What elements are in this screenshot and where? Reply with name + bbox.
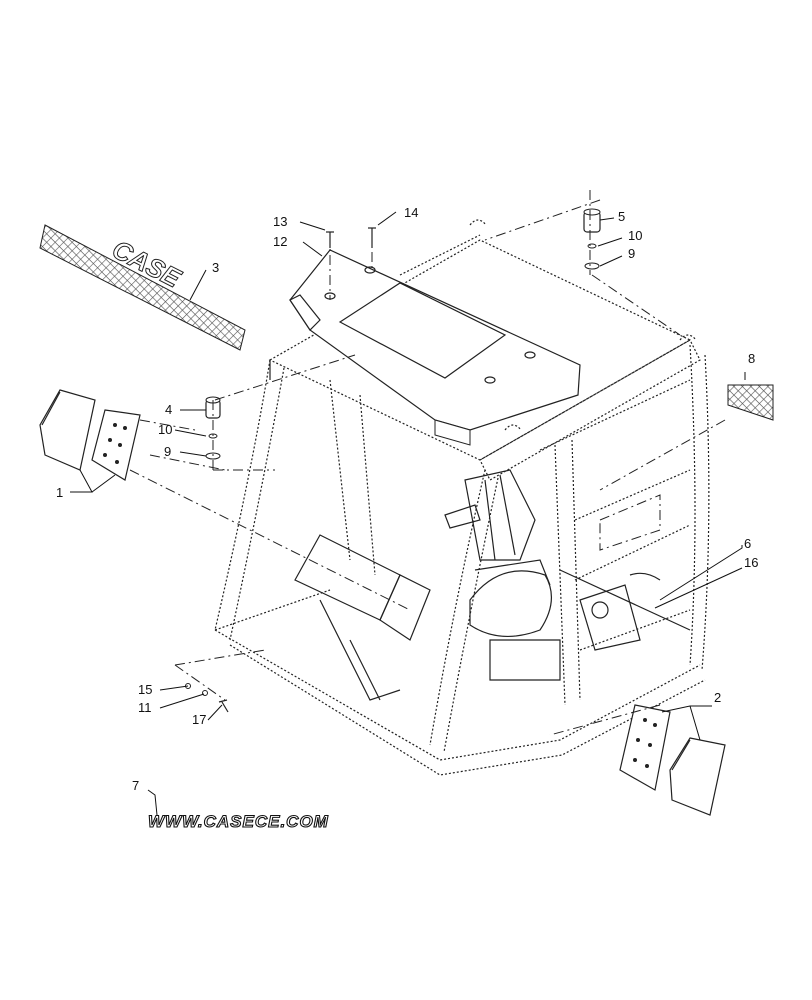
roof-panel	[289, 249, 581, 446]
callout-11: 11	[138, 700, 152, 715]
callout-10-right: 10	[628, 228, 642, 243]
callout-14: 14	[404, 205, 418, 220]
callout-5: 5	[618, 209, 625, 224]
callout-labels: 1 2 3 4 5 6 7 8 9 9 10 10 11 12 13 14 15…	[56, 205, 758, 793]
website-decal: WWW.CASECE.COM	[147, 811, 329, 831]
callout-8: 8	[748, 351, 755, 366]
callout-7: 7	[132, 778, 139, 793]
callout-13: 13	[273, 214, 287, 229]
callout-3: 3	[212, 260, 219, 275]
callout-16: 16	[744, 555, 758, 570]
callout-10-left: 10	[158, 422, 172, 437]
floor-console	[294, 494, 661, 701]
callout-9-right: 9	[628, 246, 635, 261]
callout-2: 2	[714, 690, 721, 705]
callout-4: 4	[165, 402, 172, 417]
callout-15: 15	[138, 682, 152, 697]
cab-frame	[214, 219, 710, 776]
hinge-cover-right	[619, 704, 726, 816]
website-decal-text: WWW.CASECE.COM	[148, 812, 329, 831]
decal-8	[727, 384, 774, 421]
assembly-centerlines	[129, 190, 726, 736]
hinge-cover-left	[39, 389, 141, 481]
case-decal: CASE	[39, 224, 246, 351]
mount-5	[583, 208, 601, 270]
callout-12: 12	[273, 234, 287, 249]
callout-9-left: 9	[164, 444, 171, 459]
operator-seat	[444, 469, 552, 638]
callout-1: 1	[56, 485, 63, 500]
callout-6: 6	[744, 536, 751, 551]
callout-17: 17	[192, 712, 206, 727]
leader-lines	[70, 211, 746, 816]
